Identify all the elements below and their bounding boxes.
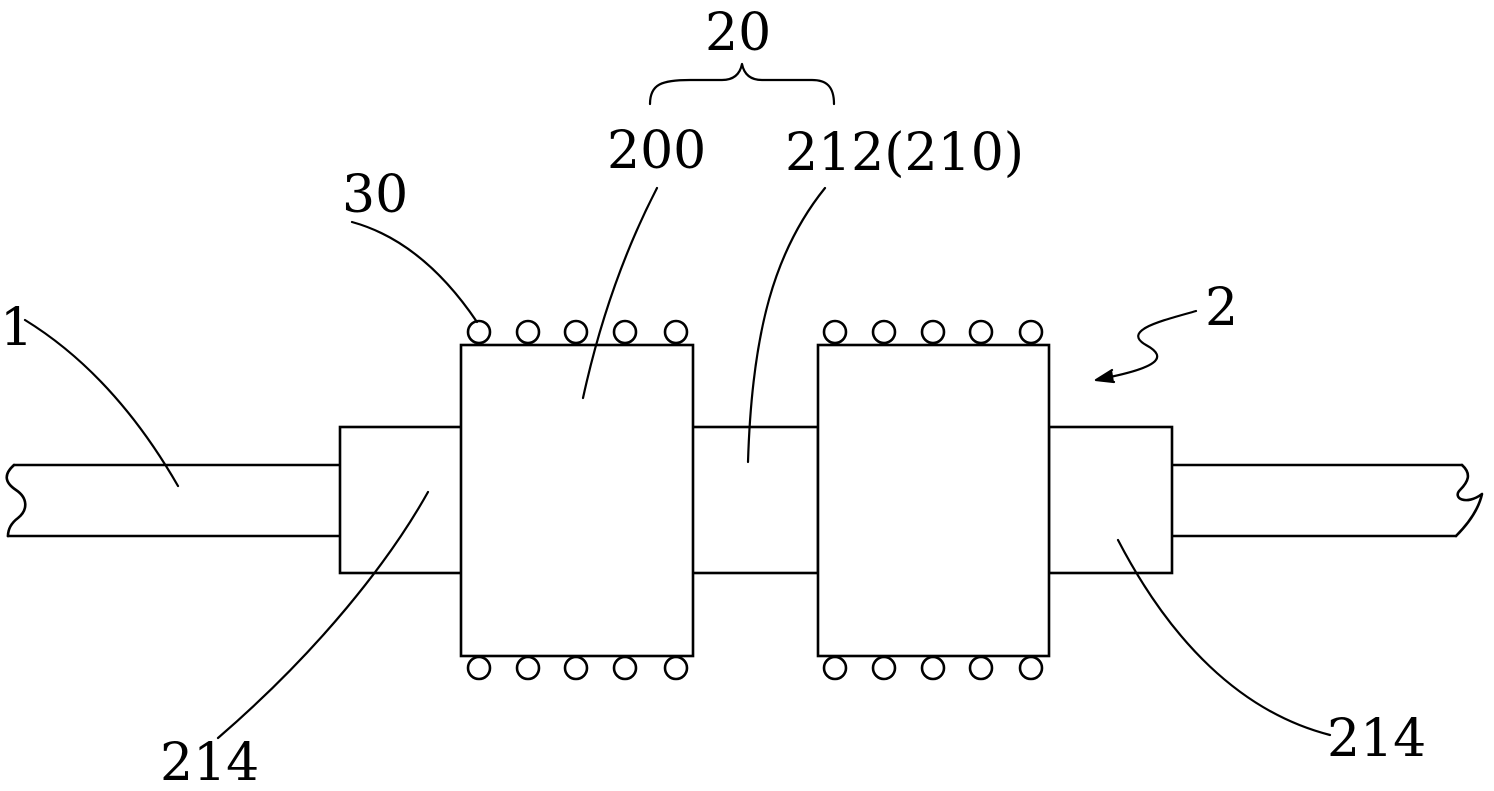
ball	[1018, 319, 1044, 345]
ball	[466, 655, 492, 681]
balls-right-top	[822, 319, 1044, 345]
ball	[871, 655, 897, 681]
group-brace	[648, 62, 836, 106]
leader-end-right	[1116, 538, 1332, 737]
ball	[968, 655, 994, 681]
ball	[612, 319, 638, 345]
ball	[466, 319, 492, 345]
ball	[515, 655, 541, 681]
label-sleeve: 212(210)	[785, 123, 1024, 183]
label-balls: 30	[342, 165, 408, 225]
ball	[515, 319, 541, 345]
middle-sleeve	[690, 425, 820, 575]
right-cable	[1170, 463, 1484, 538]
ball	[1018, 655, 1044, 681]
ball	[871, 319, 897, 345]
leader-wire	[23, 318, 180, 488]
core-block-right	[816, 343, 1051, 658]
core-block-left	[459, 343, 695, 658]
label-device: 2	[1205, 278, 1238, 338]
ball	[968, 319, 994, 345]
label-group: 20	[705, 3, 771, 63]
leader-sleeve	[746, 186, 827, 464]
ball	[563, 319, 589, 345]
ball	[563, 655, 589, 681]
label-wire: 1	[0, 298, 33, 358]
ball	[612, 655, 638, 681]
left-cable	[5, 463, 342, 538]
label-core: 200	[607, 121, 706, 181]
balls-left-top	[466, 319, 689, 345]
leader-core	[581, 186, 659, 400]
label-end-right: 214	[1327, 709, 1426, 769]
leader-balls	[350, 220, 479, 324]
arrow-head	[1094, 368, 1116, 384]
end-piece-right	[1047, 425, 1174, 575]
balls-right-bottom	[822, 655, 1044, 681]
ball	[663, 319, 689, 345]
ball	[822, 319, 848, 345]
leader-end-left	[216, 490, 430, 740]
ball	[822, 655, 848, 681]
ball	[663, 655, 689, 681]
end-piece-left	[338, 425, 464, 575]
leader-device	[1103, 309, 1198, 380]
balls-left-bottom	[466, 655, 689, 681]
ball	[920, 319, 946, 345]
ball	[920, 655, 946, 681]
label-end-left: 214	[160, 733, 259, 791]
